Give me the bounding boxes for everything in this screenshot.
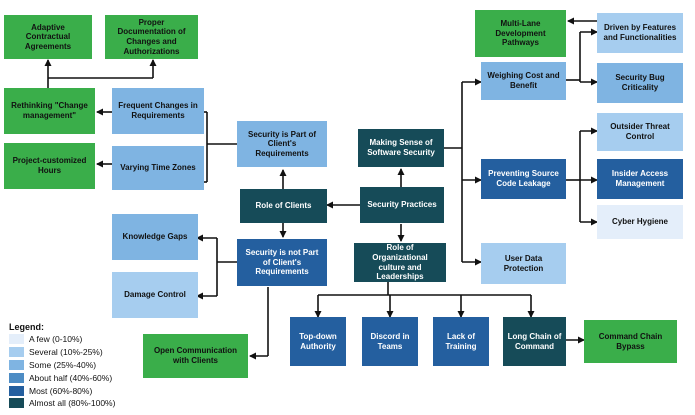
node-discord-in-teams: Discord in Teams <box>362 317 418 366</box>
node-label: Preventing Source Code Leakage <box>488 169 559 188</box>
node-role-of-organizational-culture: Role of Organizational culture and Leade… <box>354 243 446 282</box>
node-label: Security Bug Criticality <box>615 73 665 92</box>
node-rethinking-change-management: Rethinking "Change management" <box>4 88 95 134</box>
node-label: Outsider Threat Control <box>610 122 670 141</box>
legend-item: Most (60%-80%) <box>9 384 115 397</box>
legend-swatch <box>9 398 24 409</box>
node-project-customized-hours: Project-customized Hours <box>4 143 95 189</box>
node-label: Damage Control <box>124 290 186 300</box>
node-driven-by-features: Driven by Features and Functionalities <box>597 13 683 53</box>
legend-item: About half (40%-60%) <box>9 371 115 384</box>
legend-label: Almost all (80%-100%) <box>29 398 116 409</box>
node-label: Insider Access Management <box>611 169 669 188</box>
legend-label: About half (40%-60%) <box>29 372 113 383</box>
node-label: Cyber Hygiene <box>611 217 669 227</box>
node-label: Security is not Part of Client's Require… <box>245 248 319 277</box>
node-user-data-protection: User Data Protection <box>481 243 566 284</box>
node-label: Frequent Changes in Requirements <box>118 101 198 120</box>
node-multi-lane-development: Multi-Lane Development Pathways <box>475 10 566 57</box>
node-label: Command Chain Bypass <box>598 331 663 351</box>
node-label: Role of Organizational culture and Leade… <box>372 243 428 282</box>
node-label: Making Sense of Software Security <box>367 138 435 157</box>
legend-swatch <box>9 347 24 358</box>
node-damage-control: Damage Control <box>112 272 198 318</box>
legend-item: Almost all (80%-100%) <box>9 397 115 410</box>
legend-label: Most (60%-80%) <box>29 385 93 396</box>
node-label: Driven by Features and Functionalities <box>603 23 677 42</box>
node-long-chain-of-command: Long Chain of Command <box>503 317 566 366</box>
node-command-chain-bypass: Command Chain Bypass <box>584 320 677 363</box>
node-label: Proper Documentation of Changes and Auth… <box>117 17 186 56</box>
legend: Legend: A few (0-10%) Several (10%-25%) … <box>9 322 115 410</box>
node-adaptive-contractual-agreements: Adaptive Contractual Agreements <box>4 15 92 59</box>
legend-label: Several (10%-25%) <box>29 347 103 358</box>
node-cyber-hygiene: Cyber Hygiene <box>597 205 683 239</box>
legend-item: Some (25%-40%) <box>9 359 115 372</box>
node-role-of-clients: Role of Clients <box>240 189 327 223</box>
node-label: Security is Part of Client's Requirement… <box>247 129 317 158</box>
node-preventing-source-code-leakage: Preventing Source Code Leakage <box>481 159 566 199</box>
node-open-communication: Open Communication with Clients <box>143 334 248 378</box>
node-insider-access-management: Insider Access Management <box>597 159 683 199</box>
legend-label: A few (0-10%) <box>29 334 83 345</box>
node-lack-of-training: Lack of Training <box>433 317 489 366</box>
node-varying-time-zones: Varying Time Zones <box>112 146 204 190</box>
legend-swatch <box>9 385 24 396</box>
node-label: Knowledge Gaps <box>122 232 188 242</box>
node-top-down-authority: Top-down Authority <box>290 317 346 366</box>
node-label: Rethinking "Change management" <box>11 101 88 120</box>
node-weighing-cost-benefit: Weighing Cost and Benefit <box>481 62 566 100</box>
node-label: Top-down Authority <box>299 331 337 351</box>
node-label: Long Chain of Command <box>507 331 562 351</box>
legend-swatch <box>9 372 24 383</box>
node-knowledge-gaps: Knowledge Gaps <box>112 214 198 260</box>
legend-swatch <box>9 334 24 345</box>
legend-item: A few (0-10%) <box>9 333 115 346</box>
node-making-sense-of-security: Making Sense of Software Security <box>358 129 444 167</box>
node-label: Lack of Training <box>445 331 477 351</box>
legend-swatch <box>9 359 24 370</box>
node-label: Project-customized Hours <box>12 156 87 175</box>
legend-item: Several (10%-25%) <box>9 346 115 359</box>
node-label: Open Communication with Clients <box>153 346 238 365</box>
node-proper-documentation: Proper Documentation of Changes and Auth… <box>105 15 198 59</box>
node-label: Discord in Teams <box>370 331 410 351</box>
node-frequent-changes: Frequent Changes in Requirements <box>112 88 204 134</box>
node-label: User Data Protection <box>503 253 544 273</box>
legend-title: Legend: <box>9 322 44 332</box>
node-outsider-threat-control: Outsider Threat Control <box>597 113 683 151</box>
legend-label: Some (25%-40%) <box>29 359 97 370</box>
node-security-practices: Security Practices <box>360 187 444 223</box>
node-security-bug-criticality: Security Bug Criticality <box>597 63 683 103</box>
node-label: Weighing Cost and Benefit <box>487 71 560 90</box>
node-label: Security Practices <box>367 200 437 210</box>
node-security-not-part-of-requirements: Security is not Part of Client's Require… <box>237 239 327 286</box>
node-label: Multi-Lane Development Pathways <box>495 19 546 48</box>
node-security-part-of-requirements: Security is Part of Client's Requirement… <box>237 121 327 167</box>
node-label: Adaptive Contractual Agreements <box>24 22 72 51</box>
node-label: Role of Clients <box>255 201 312 211</box>
node-label: Varying Time Zones <box>120 163 196 173</box>
